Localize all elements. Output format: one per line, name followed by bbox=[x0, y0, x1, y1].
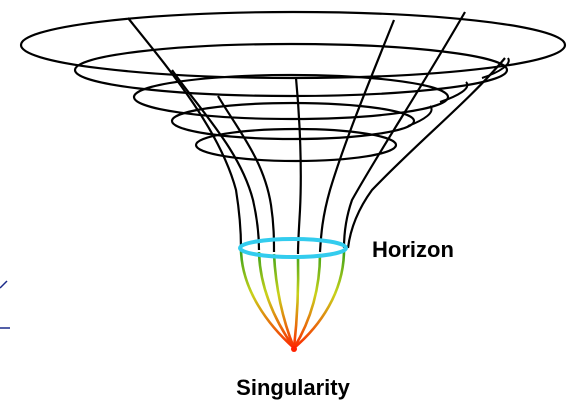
ring-curl bbox=[481, 57, 510, 79]
funnel-ring-3 bbox=[132, 73, 450, 121]
inner-curves bbox=[239, 249, 346, 349]
horizon-label: Horizon bbox=[372, 237, 454, 262]
funnel-ring-2 bbox=[73, 42, 509, 98]
funnel-meridians bbox=[127, 11, 506, 255]
singularity-label: Singularity bbox=[236, 375, 350, 400]
inner-curve bbox=[272, 253, 296, 349]
edge-mark bbox=[0, 280, 8, 289]
funnel-meridian bbox=[294, 77, 302, 255]
funnel-ring-5 bbox=[194, 127, 398, 163]
funnel-ring-4 bbox=[170, 101, 416, 141]
funnel-meridian bbox=[346, 57, 506, 249]
funnel-meridian bbox=[217, 95, 276, 253]
inner-curve bbox=[239, 249, 295, 349]
inner-curve bbox=[293, 249, 346, 349]
inner-curve bbox=[292, 255, 300, 349]
funnel-meridian bbox=[318, 19, 396, 253]
inner-curve bbox=[292, 253, 322, 349]
funnel-ring-top bbox=[19, 10, 567, 80]
ring-curls bbox=[407, 57, 510, 127]
funnel-meridian bbox=[127, 17, 243, 249]
singularity-point bbox=[291, 346, 297, 352]
ring-curl bbox=[407, 105, 433, 127]
ring-curl bbox=[439, 81, 469, 103]
funnel-meridian bbox=[171, 69, 261, 251]
horizon-ring bbox=[238, 237, 348, 259]
edge-marks bbox=[0, 280, 10, 329]
inner-curve bbox=[257, 251, 296, 349]
funnel-rings bbox=[19, 10, 567, 163]
funnel-meridian bbox=[342, 11, 466, 249]
